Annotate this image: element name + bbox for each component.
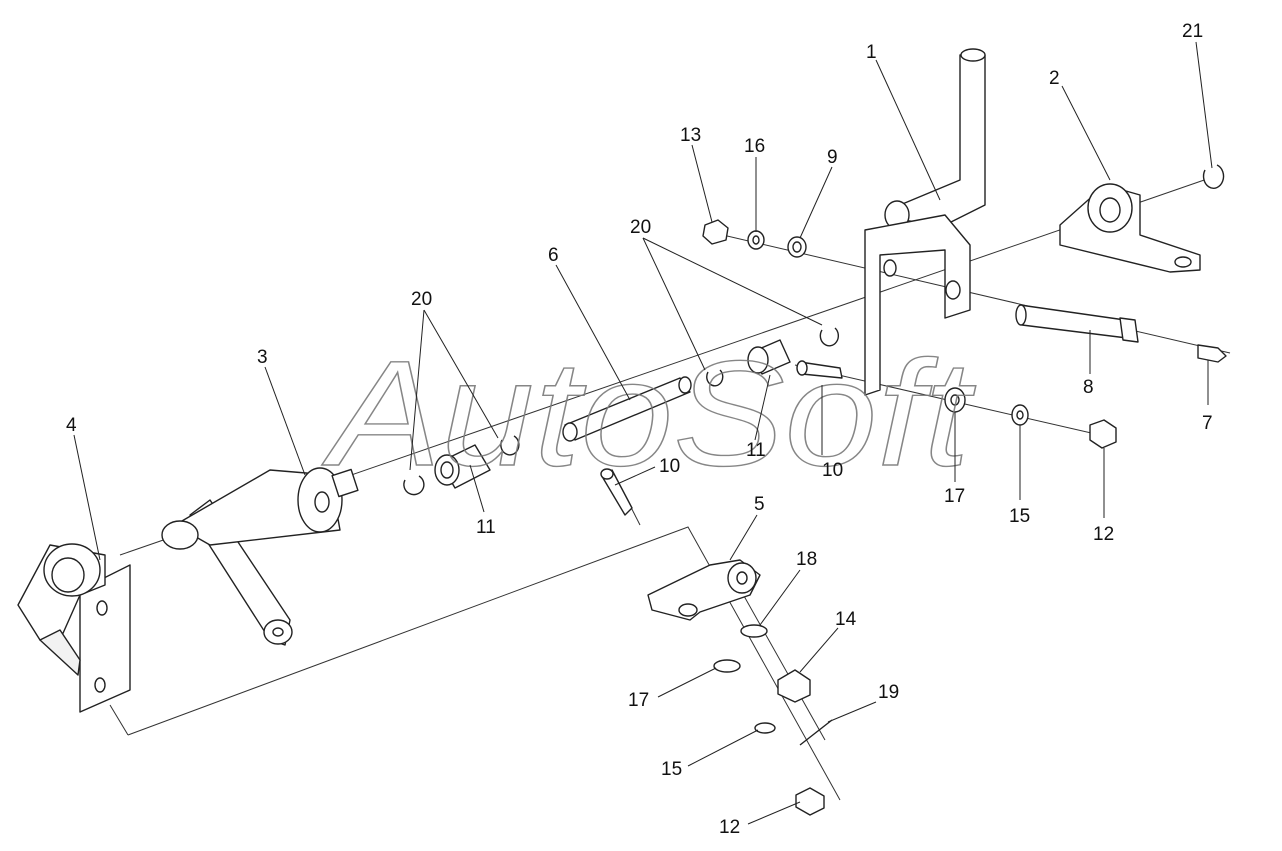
pedal-lever-part-1 bbox=[864, 48, 986, 396]
bushing-part-11-right bbox=[747, 339, 791, 375]
callout-10-lower: 10 bbox=[659, 456, 680, 477]
callout-17-upper: 17 bbox=[944, 486, 965, 507]
callout-7: 7 bbox=[1202, 413, 1213, 434]
callout-6: 6 bbox=[548, 245, 559, 266]
callout-12-upper: 12 bbox=[1093, 524, 1114, 545]
callout-21: 21 bbox=[1182, 21, 1203, 42]
callout-16: 16 bbox=[744, 136, 765, 157]
washer-part-18 bbox=[740, 624, 768, 638]
callout-4: 4 bbox=[66, 415, 77, 436]
shaft-part-6 bbox=[562, 376, 692, 442]
pin-part-10-lower bbox=[600, 468, 633, 516]
nut-part-12-upper bbox=[1089, 419, 1117, 449]
circlip-part-20-d bbox=[819, 327, 839, 347]
bushing-part-11-left bbox=[434, 444, 491, 489]
circlip-part-20-a bbox=[403, 475, 425, 496]
washer-part-17-lower bbox=[713, 659, 741, 673]
watermark-text: AutoSoft bbox=[321, 329, 976, 497]
callout-8: 8 bbox=[1083, 377, 1094, 398]
callout-2: 2 bbox=[1049, 68, 1060, 89]
circlip-part-21 bbox=[1202, 164, 1225, 189]
washer-part-9 bbox=[787, 236, 807, 258]
pin-part-10-upper bbox=[796, 360, 843, 379]
callout-15-lower: 15 bbox=[661, 759, 682, 780]
callout-14: 14 bbox=[835, 609, 857, 630]
callout-12-lower: 12 bbox=[719, 817, 740, 838]
bracket-part-4 bbox=[17, 543, 131, 713]
callout-10-upper: 10 bbox=[822, 460, 843, 481]
callout-15-upper: 15 bbox=[1009, 506, 1030, 527]
washer-part-15-upper bbox=[1011, 404, 1029, 426]
washer-part-15-lower bbox=[754, 722, 776, 734]
callout-19: 19 bbox=[878, 682, 899, 703]
lever-shaft-part-3 bbox=[161, 467, 359, 646]
callout-20-left: 20 bbox=[411, 289, 432, 310]
callout-labels: 1 2 21 13 16 9 20 20 6 3 4 11 11 10 10 8… bbox=[66, 21, 1213, 838]
pin-part-8 bbox=[1015, 304, 1139, 343]
callout-11-left: 11 bbox=[476, 517, 496, 538]
washer-part-16 bbox=[747, 230, 765, 250]
nut-part-12-lower bbox=[795, 787, 825, 816]
callout-11-right: 11 bbox=[746, 440, 766, 461]
cotter-pin-part-19 bbox=[799, 719, 833, 746]
washer-part-17-upper bbox=[944, 387, 966, 413]
castle-nut-part-14 bbox=[777, 669, 811, 703]
circlip-part-20-c bbox=[706, 369, 724, 387]
nut-part-13 bbox=[702, 219, 729, 245]
callout-18: 18 bbox=[796, 549, 817, 570]
circlip-part-20-b bbox=[500, 435, 520, 456]
callout-3: 3 bbox=[257, 347, 268, 368]
leader-lines bbox=[73, 41, 1213, 825]
callout-13: 13 bbox=[680, 125, 701, 146]
callout-9: 9 bbox=[827, 147, 838, 168]
grease-fitting-part-7 bbox=[1197, 344, 1227, 363]
callout-1: 1 bbox=[866, 42, 877, 63]
linkage-lever-part-5 bbox=[647, 559, 761, 621]
callout-5: 5 bbox=[754, 494, 765, 515]
bearing-bracket-part-2 bbox=[1059, 183, 1201, 273]
callout-17-lower: 17 bbox=[628, 690, 649, 711]
callout-20-middle: 20 bbox=[630, 217, 651, 238]
